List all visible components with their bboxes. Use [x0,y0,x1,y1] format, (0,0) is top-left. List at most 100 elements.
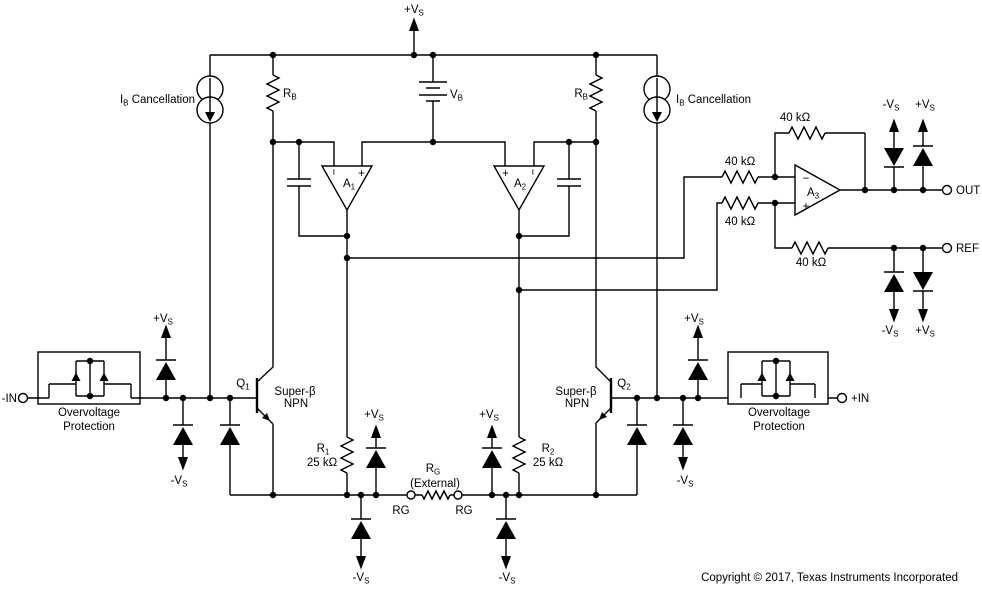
supply-arrow-icon [487,424,497,438]
label-vs-pos-ref: +VS [915,325,935,339]
label-rb-right: RB [574,88,588,102]
label-in-neg: -IN [2,393,17,405]
diode-icon [673,427,693,445]
diode-icon [884,148,904,166]
diode-icon [496,521,516,539]
opamp-triangle [320,165,374,212]
label-ovp-left-2: Protection [63,421,115,433]
label-vs-pos-in-left: +VS [153,313,173,327]
label-in-pos: +IN [851,393,869,405]
out-terminal-circle [941,184,953,196]
opamp-a2: + − A2 [492,165,546,212]
supply-arrow-icon [501,556,511,570]
fet-arrow-icon [785,372,795,381]
diode-icon [884,274,904,292]
label-r2-value: 25 kΩ [533,457,564,469]
supply-arrow-icon [918,309,928,323]
label-npn-left: NPN [284,398,308,410]
label-rg-external: (External) [410,478,460,490]
emitter-arrow-icon [599,412,607,420]
label-ovp-right-2: Protection [753,421,805,433]
in-neg-terminal: -IN [2,392,29,405]
ref-terminal-circle [941,242,953,254]
diode-icon [627,427,647,445]
label-40k-inverting: 40 kΩ [725,156,756,168]
label-ovp-right-1: Overvoltage [748,407,810,419]
fet-arrow-icon [71,372,81,381]
label-r2: R2 [542,443,555,457]
ref-terminal: REF [941,242,979,255]
ib-cancellation-source-right: IB Cancellation [643,55,751,398]
transistor-q2: Q2 Super-β NPN [555,142,631,495]
gain-set-rail: RG (External) RG RG [230,463,637,517]
label-vs-neg-out: -VS [883,99,900,113]
ovp-box [727,351,829,405]
label-ib-cancellation-left: IB Cancellation [120,94,195,108]
label-ref: REF [956,243,979,255]
label-rb-left: RB [283,88,297,102]
emitter-arrow-icon [262,413,270,421]
compensation-cap-left [287,142,347,237]
label-vs-pos-in-right: +VS [684,313,704,327]
a2-output-leg: R2 25 kΩ [511,210,564,495]
a3-noninverting-mark: + [803,201,810,213]
label-vs-neg-rail-left: -VS [353,572,370,586]
junction-dots [86,51,927,499]
battery-vb: VB [419,55,463,142]
supply-arrow-icon [693,324,703,338]
label-vs-pos-rail-left: +VS [364,409,384,423]
in-neg-terminal-circle [17,392,29,404]
fet-arrow-icon [757,372,767,381]
label-r1-value: 25 kΩ [307,457,338,469]
diode-icon [173,427,193,445]
label-40k-feedback: 40 kΩ [780,112,811,124]
a3-inverting-mark: − [803,173,810,185]
rail-clamps-left: -VS +VS [351,409,386,586]
label-npn-right: NPN [565,398,589,410]
a2-noninverting-mark: + [502,168,509,180]
label-rg-pin-right: RG [455,505,472,517]
label-vs-neg-in-left: -VS [171,475,188,489]
resistor-rb-left: RB [265,55,297,142]
diode-icon [688,362,708,380]
supply-arrow-icon [678,457,688,471]
supply-arrow-icon [889,309,899,323]
a1-inverting-mark: − [327,169,339,176]
overvoltage-protection-left: Overvoltage Protection [27,351,257,433]
opamp-a1: − + A1 [320,165,374,212]
current-arrow-icon [205,112,215,122]
label-vs-pos-out: +VS [915,99,935,113]
label-a3: A3 [807,187,820,201]
vs-up-arrow-icon [409,17,419,31]
label-vs-neg-rail-right: -VS [499,572,516,586]
label-rg-name: RG [426,463,441,477]
out-terminal: OUT [941,184,980,197]
label-superbeta-right: Super-β [555,386,597,398]
supply-arrow-icon [371,424,381,438]
diode-icon [913,148,933,166]
rg-terminal-circle-right [453,490,463,500]
supply-arrow-icon [178,457,188,471]
input-clamps-left: +VS -VS [153,313,240,495]
label-40k-noninverting: 40 kΩ [725,216,756,228]
rail-clamps-right: +VS -VS [479,409,516,586]
label-r1: R1 [317,443,330,457]
diode-icon [913,272,933,290]
supply-arrow-icon [889,118,899,132]
label-out: OUT [956,185,980,197]
a1-noninverting-mark: + [358,168,365,180]
label-vs-neg-ref: -VS [882,325,899,339]
label-ib-cancellation-right: IB Cancellation [676,94,751,108]
resistor-rb-right: RB [574,55,604,142]
a1-output-leg: R1 25 kΩ [307,210,355,495]
diode-icon [156,362,176,380]
current-arrow-icon [652,112,662,122]
copyright-text: Copyright © 2017, Texas Instruments Inco… [701,572,958,584]
overvoltage-protection-right: Overvoltage Protection [611,351,838,433]
in-pos-terminal: +IN [836,392,869,405]
supply-arrow-icon [356,556,366,570]
label-40k-ref: 40 kΩ [796,257,827,269]
